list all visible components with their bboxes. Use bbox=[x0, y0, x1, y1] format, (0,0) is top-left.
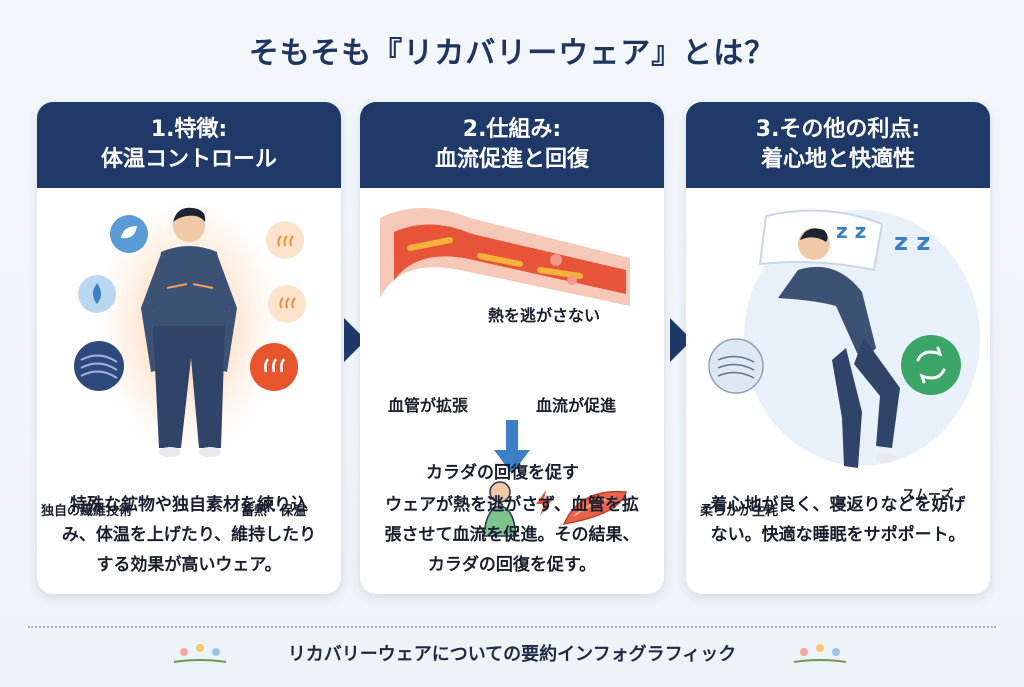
card-heading-number: 3.その他の利点: bbox=[755, 117, 921, 142]
heat-wave-icon bbox=[266, 221, 304, 259]
card-header: 2.仕組み: 血流促進と回復 bbox=[360, 102, 664, 188]
card-heading-number: 2.仕組み: bbox=[462, 117, 562, 142]
page-title: そもそも『リカバリーウェア』とは？ bbox=[248, 36, 776, 71]
label-heat-retention: 蓄熱・保温 bbox=[241, 504, 307, 519]
muscle-icon bbox=[562, 490, 627, 525]
heat-retention-icon bbox=[250, 343, 298, 391]
label-soft-fabric: 柔らかか生耗 bbox=[700, 504, 779, 519]
footer-divider bbox=[28, 626, 996, 628]
label-blood-flow: 血流が促進 bbox=[536, 396, 617, 415]
leaf-icon bbox=[110, 215, 148, 253]
footer-caption: リカバリーウェアについての要約インフォグラフィック bbox=[287, 644, 737, 665]
label-fiber-technology: 独自の繊維技術 bbox=[41, 504, 133, 519]
refresh-icon bbox=[901, 335, 961, 395]
warmth-icon bbox=[268, 285, 306, 323]
illustration-body-temperature: 独自の繊維技術 蓄熱・保温 bbox=[37, 188, 341, 519]
card-description: ウェアが熱を逃がさず、血管を拡張させて血流を促進。その結果、カラダの回復を促す。 bbox=[384, 495, 640, 575]
label-recovery: カラダの回復を促す bbox=[426, 463, 579, 483]
soft-fabric-icon bbox=[708, 338, 764, 394]
card-heading-title: 血流促進と回復 bbox=[434, 147, 589, 172]
card-heading-title: 体温コントロール bbox=[100, 147, 277, 172]
sleeping-person-illustration: z z z z bbox=[744, 209, 980, 468]
card-mechanism: 2.仕組み: 血流促進と回復 熱を逃がさない 血管が拡張 血流が促進 カラダの bbox=[360, 102, 664, 594]
card-benefits: 3.その他の利点: 着心地と快適性 z z z z 柔らかか生耗 スムーズ 着心… bbox=[686, 102, 990, 594]
lightning-icon bbox=[536, 490, 552, 516]
label-vasodilation: 血管が拡張 bbox=[388, 396, 469, 415]
person-wearing-recovery-suit bbox=[94, 203, 284, 473]
flower-sprig-icon bbox=[173, 644, 227, 663]
card-header: 1.特徴: 体温コントロール bbox=[37, 102, 341, 188]
card-heading-title: 着心地と快適性 bbox=[760, 147, 915, 172]
person-icon bbox=[483, 481, 517, 537]
fiber-technology-icon bbox=[74, 341, 124, 391]
label-smooth: スムーズ bbox=[902, 488, 954, 503]
card-description: 着心地が良く、寝返りなどを妨げない。快適な睡眠をサポポート。 bbox=[710, 495, 966, 545]
card-features: 1.特徴: 体温コントロール bbox=[37, 102, 341, 594]
svg-text:z z: z z bbox=[836, 219, 866, 243]
arrow-down-icon bbox=[494, 420, 530, 474]
card-header: 3.その他の利点: 着心地と快適性 bbox=[686, 102, 990, 188]
illustration-blood-flow: 熱を逃がさない 血管が拡張 血流が促進 bbox=[360, 188, 664, 537]
flower-sprig-icon bbox=[793, 644, 847, 663]
water-drop-icon bbox=[78, 275, 116, 313]
illustration-sleeping: z z z z 柔らかか生耗 スムーズ bbox=[686, 188, 990, 519]
blood-vessel-illustration bbox=[380, 208, 630, 306]
card-heading-number: 1.特徴: bbox=[150, 117, 228, 142]
card-description: 特殊な鉱物や独自素材を練り込み、体温を上げたり、維持したりする効果が高いウェア。 bbox=[61, 495, 317, 575]
svg-text:z z: z z bbox=[894, 228, 930, 256]
label-heat-retention: 熱を逃がさない bbox=[488, 306, 601, 325]
